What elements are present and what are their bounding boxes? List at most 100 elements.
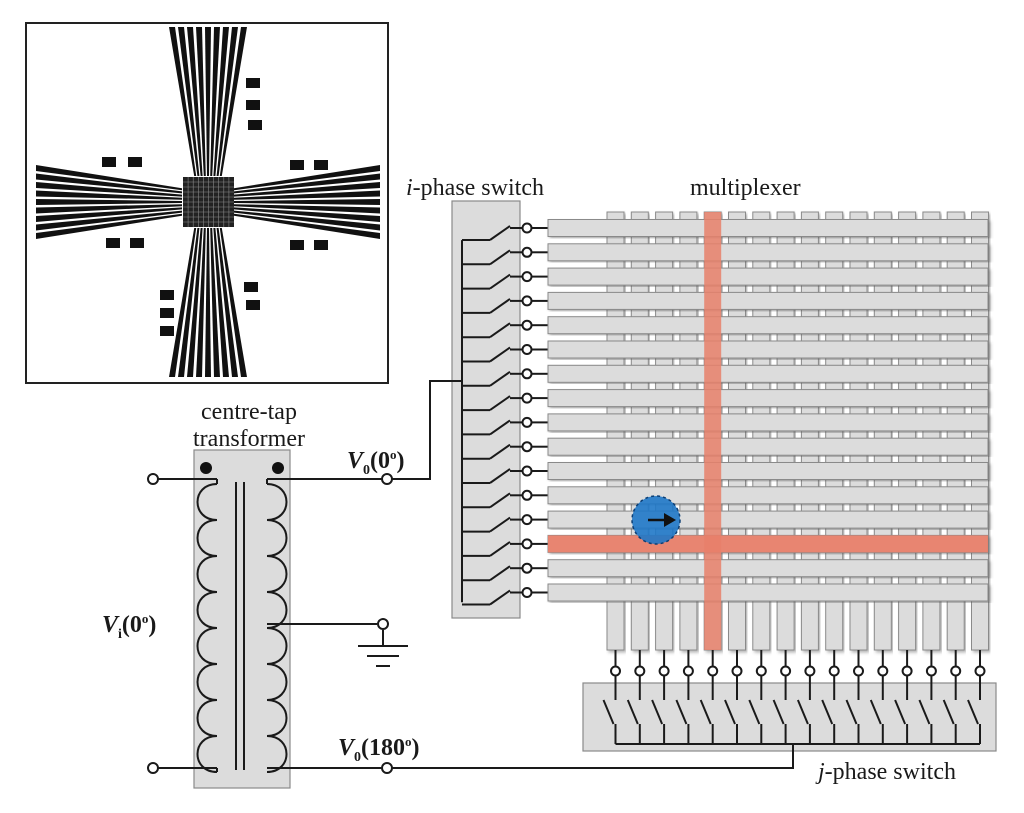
row-electrode: [547, 559, 989, 578]
j-switch: [918, 650, 937, 744]
j-switch: [894, 650, 913, 744]
chip-lead: [234, 182, 380, 197]
chip-pad: [106, 238, 120, 248]
chip-lead: [234, 207, 380, 222]
chip-lead: [213, 27, 229, 176]
chip-lead: [36, 182, 182, 197]
transformer-label: centre-tap transformer: [184, 400, 314, 451]
multiplexer-label: multiplexer: [690, 175, 801, 201]
terminals: [147, 473, 393, 774]
chip-lead: [234, 173, 380, 194]
row-electrode: [547, 510, 989, 529]
j-phase-switch-label: j-phase switch: [818, 759, 956, 785]
j-switch: [869, 650, 889, 744]
i-switch: [462, 344, 548, 363]
j-switch-terminal: [877, 665, 889, 677]
chip-pad: [290, 160, 304, 170]
i-switch-terminal: [521, 344, 533, 355]
i-switch-terminal: [521, 587, 533, 598]
chip-lead: [178, 228, 200, 377]
j-switch: [796, 650, 816, 744]
i-switch: [462, 587, 548, 606]
i-switch: [462, 416, 548, 436]
j-switch: [699, 650, 719, 744]
chip-lead: [36, 213, 182, 239]
chip-lead: [219, 27, 247, 176]
chip-lead: [234, 204, 380, 214]
chip-pad: [102, 157, 116, 167]
input-terminal-bottom: [147, 762, 159, 774]
chip-pad: [246, 100, 260, 110]
chip-lead: [210, 27, 220, 176]
j-switch-terminal: [780, 665, 792, 677]
i-switch-terminal: [521, 246, 533, 258]
v0-180-label: V0(180o): [338, 734, 420, 765]
chip-pad: [128, 157, 142, 167]
j-switch-terminal: [634, 665, 646, 677]
input-terminal-top: [147, 473, 159, 485]
selected-electrode-cursor: [631, 495, 681, 545]
row-electrode: [547, 219, 989, 237]
i-switch: [462, 222, 548, 241]
i-switch-terminal: [521, 489, 533, 501]
j-switch-terminal: [755, 665, 767, 677]
j-switch-terminal: [658, 665, 670, 677]
i-switch-terminal: [521, 416, 533, 428]
j-switch-terminal: [901, 665, 913, 677]
v0-180-terminal: [381, 762, 393, 774]
chip-pad: [248, 120, 262, 130]
j-switch: [675, 650, 694, 744]
i-switch: [462, 465, 548, 484]
selected-row: [548, 535, 988, 553]
chip-lead: [36, 210, 182, 231]
chip-lead: [187, 228, 203, 377]
i-switch: [462, 368, 548, 387]
j-phase-switch: [582, 650, 997, 752]
chip-lead: [169, 228, 197, 377]
chip-lead: [219, 228, 247, 377]
vi-0-label: Vi(0o): [102, 611, 157, 642]
centre-tap-transformer: [193, 449, 291, 789]
i-switch-terminal: [521, 319, 533, 331]
chip-lead: [213, 228, 229, 377]
j-switch: [724, 650, 743, 744]
v0-0-label: V0(0o): [347, 447, 405, 478]
chip-lead: [36, 173, 182, 194]
primary-winding: [196, 483, 218, 773]
i-switch: [462, 392, 548, 412]
chip-pad: [160, 290, 174, 300]
row-electrode: [547, 340, 989, 359]
chip-lead: [196, 27, 206, 176]
chip-lead: [234, 190, 380, 200]
chip-pad: [160, 326, 174, 336]
row-electrode: [547, 389, 989, 408]
chip-lead: [234, 210, 380, 231]
selected-column: [704, 212, 722, 650]
i-phase-switch: [451, 200, 548, 619]
j-switch-terminal: [707, 665, 719, 677]
i-switch: [462, 246, 548, 266]
chip-lead: [234, 213, 380, 239]
v0-0-terminal: [381, 473, 393, 485]
chip-lead: [36, 207, 182, 222]
row-electrode: [547, 437, 989, 456]
i-switch: [462, 514, 548, 533]
i-switch: [462, 562, 548, 582]
row-electrode: [547, 243, 989, 262]
i-switch-terminal: [521, 562, 533, 574]
j-switch: [967, 650, 986, 744]
secondary-winding: [266, 483, 288, 773]
j-switch-terminal: [828, 665, 840, 677]
chip-lead: [196, 228, 206, 377]
j-switch-terminal: [731, 665, 743, 677]
row-electrode: [547, 316, 989, 335]
chip-pad: [244, 282, 258, 292]
i-switch: [462, 295, 548, 314]
chip-lead: [234, 199, 380, 205]
j-switch-terminal: [974, 665, 986, 677]
j-switch: [845, 650, 864, 744]
chip-pad: [160, 308, 174, 318]
chip-layout-inset: [25, 22, 389, 384]
i-switch-terminal: [521, 514, 533, 526]
